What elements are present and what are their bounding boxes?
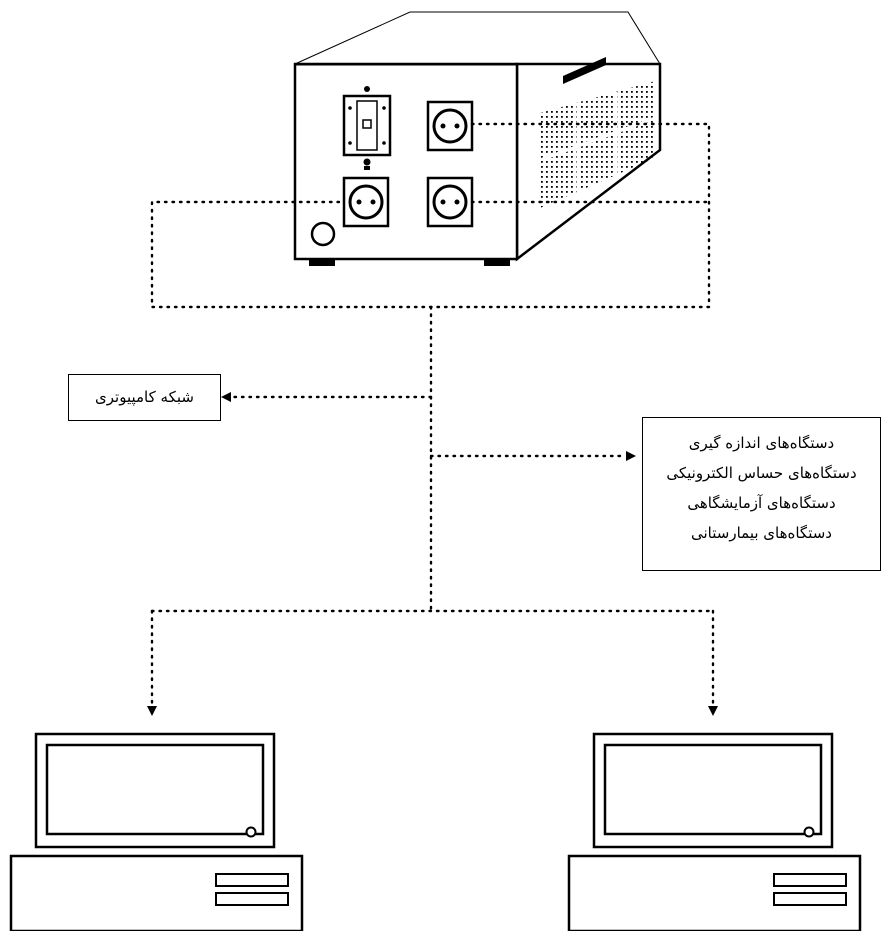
arrow-left-computer bbox=[147, 706, 157, 716]
network-label: شبکه کامپیوتری bbox=[95, 388, 194, 406]
computer-right bbox=[567, 732, 862, 931]
network-label-box: شبکه کامپیوتری bbox=[68, 374, 221, 421]
device-label-measurement: دستگاه‌های اندازه گیری bbox=[688, 434, 835, 452]
device-label-laboratory: دستگاه‌های آزمایشگاهی bbox=[687, 494, 836, 512]
computer-left bbox=[9, 732, 304, 931]
socket-bottom-right bbox=[426, 176, 474, 228]
power-switch bbox=[342, 86, 392, 170]
stabilizer-foot-right bbox=[484, 259, 510, 266]
socket-bottom-left bbox=[342, 176, 390, 228]
arrow-right-computer bbox=[708, 706, 718, 716]
connection-lines bbox=[150, 122, 715, 706]
arrow-devices bbox=[626, 451, 636, 461]
stabilizer-foot-left bbox=[309, 259, 335, 266]
socket-top-right bbox=[426, 100, 474, 152]
stabilizer-top-face bbox=[294, 11, 661, 65]
side-handle-slot bbox=[563, 57, 606, 84]
fuse-holder bbox=[310, 221, 336, 247]
device-label-hospital: دستگاه‌های بیمارستانی bbox=[690, 524, 832, 542]
arrow-network bbox=[221, 392, 231, 402]
devices-label-box: دستگاه‌های اندازه گیری دستگاه‌های حساس ا… bbox=[642, 417, 881, 571]
side-vent-grid bbox=[540, 81, 655, 208]
device-label-electronic: دستگاه‌های حساس الکترونیکی bbox=[666, 464, 857, 482]
stabilizer-device bbox=[293, 11, 662, 266]
arrowheads bbox=[147, 392, 718, 716]
